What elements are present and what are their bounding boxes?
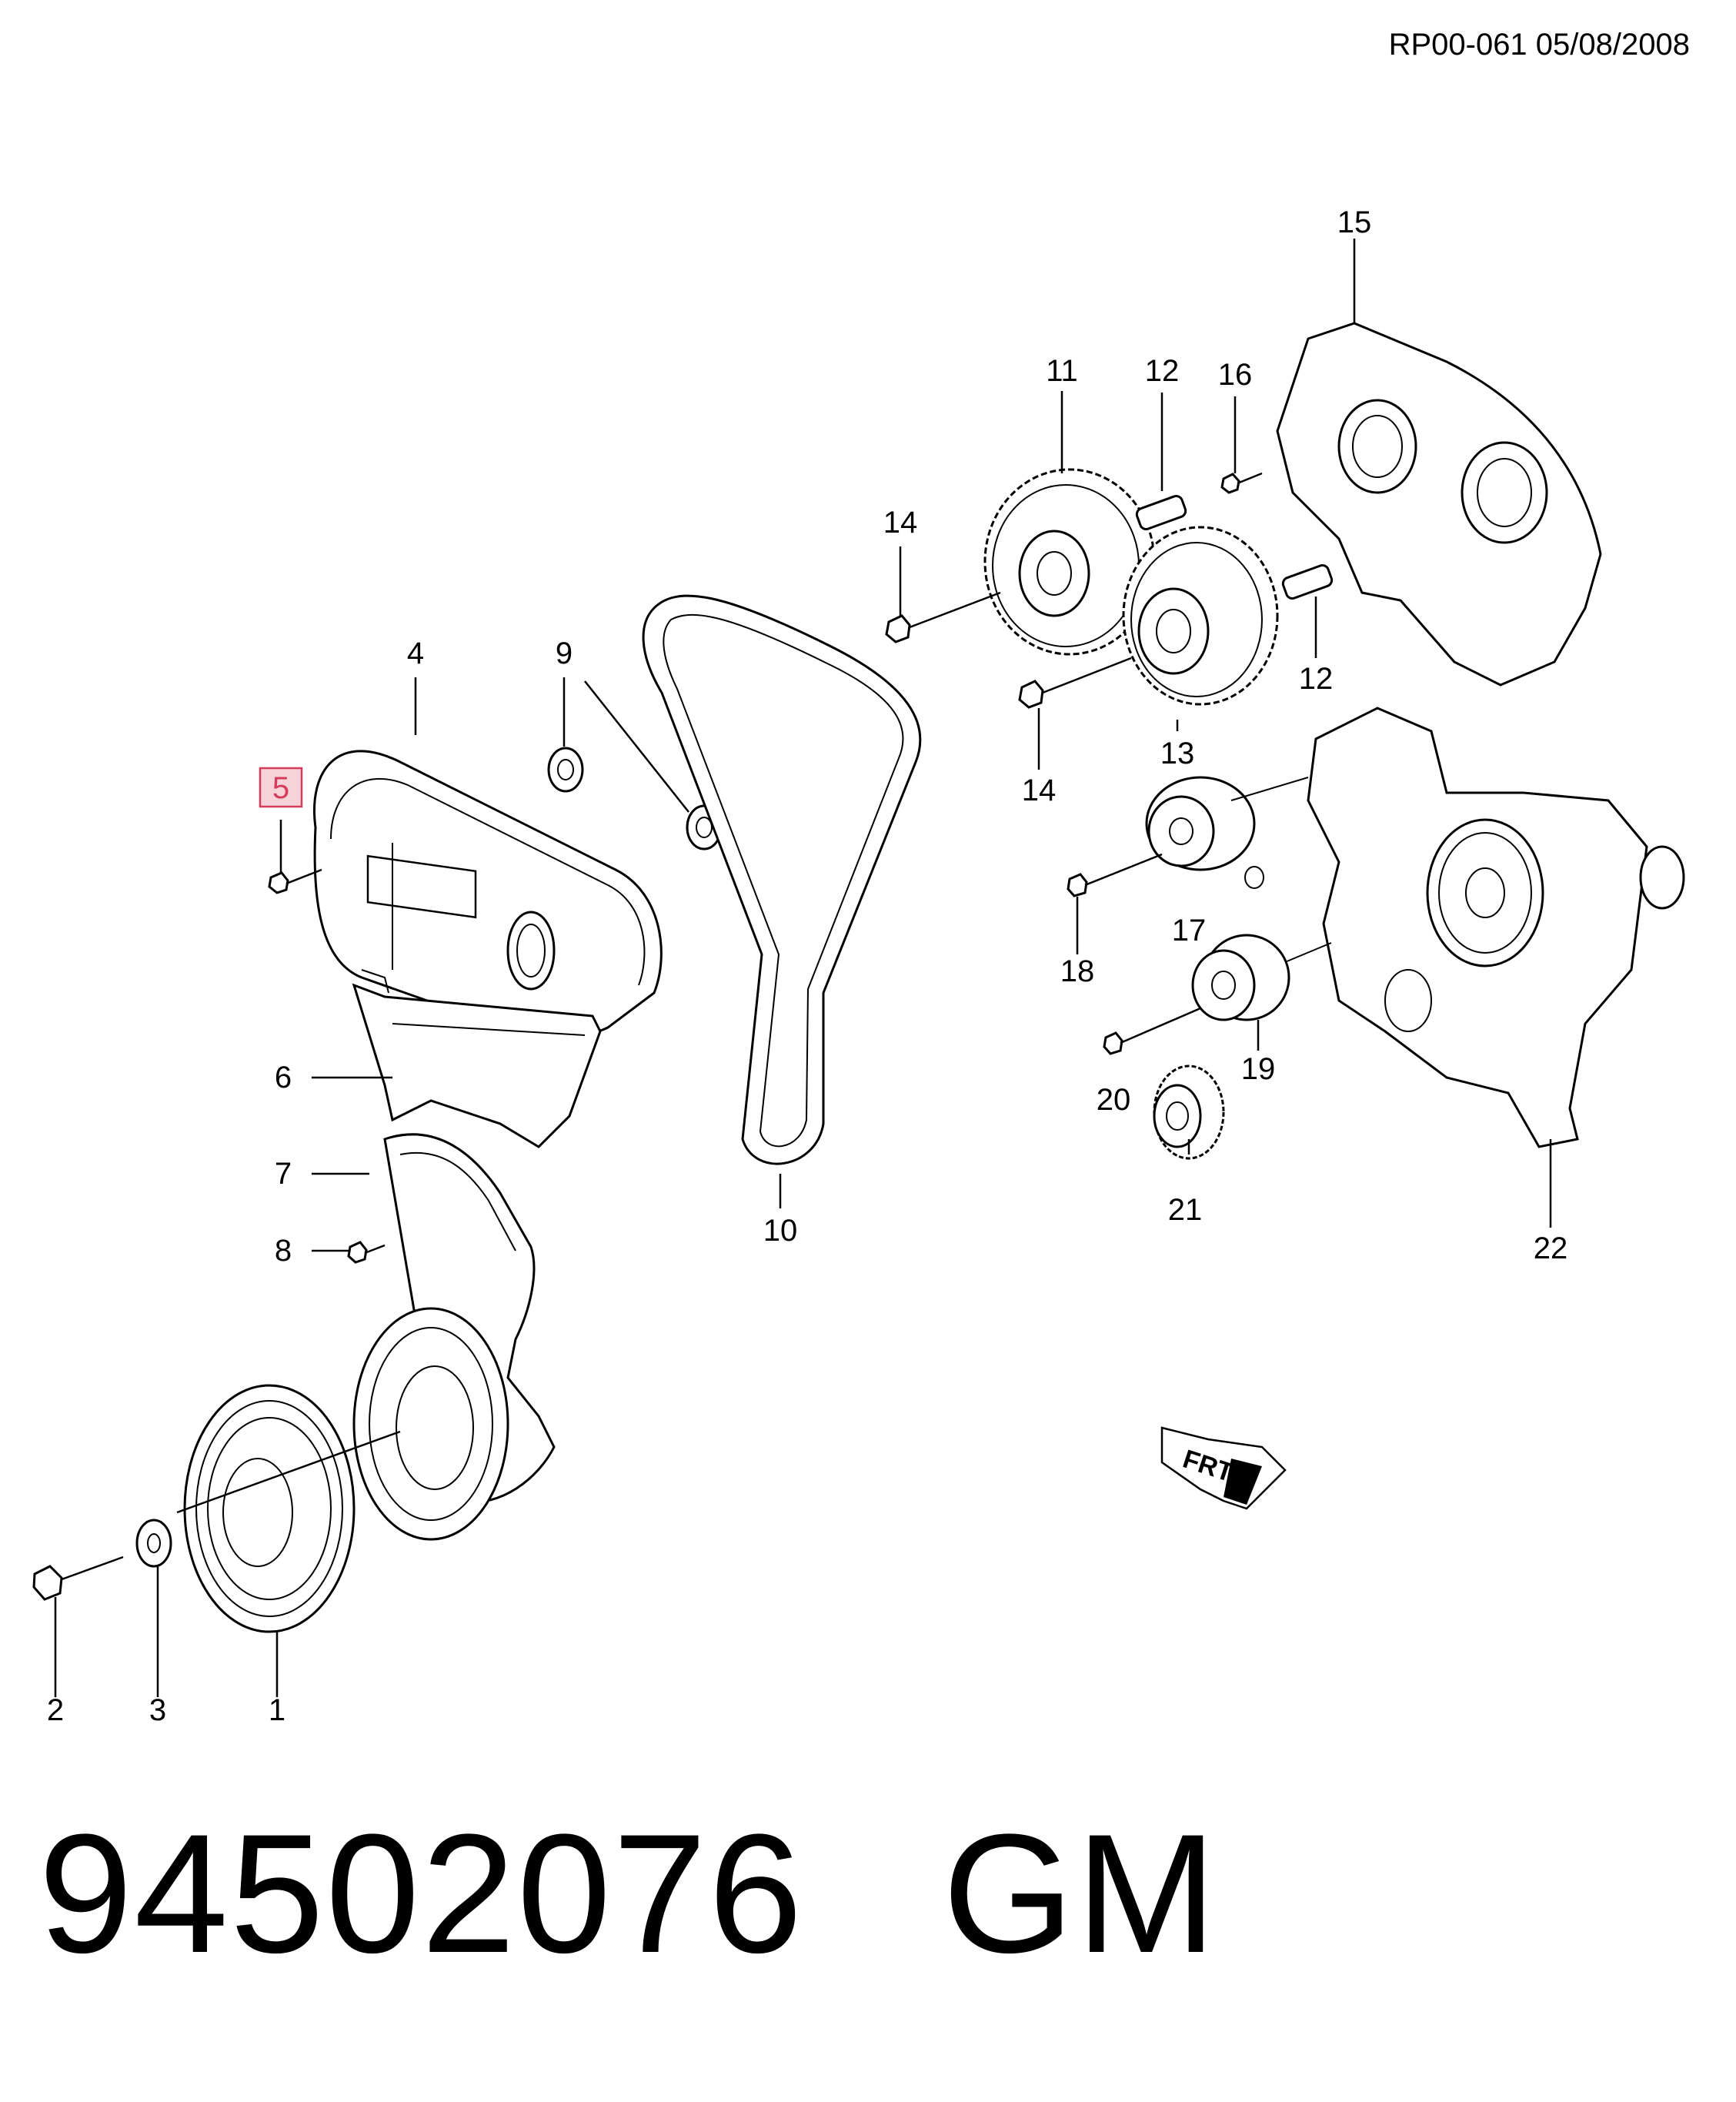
callout-7[interactable]: 7 xyxy=(275,1157,292,1191)
lower-cover-bolt[interactable] xyxy=(347,1241,386,1264)
callout-14-lower[interactable]: 14 xyxy=(1022,774,1057,807)
middle-timing-cover[interactable] xyxy=(352,969,602,1148)
callout-highlight xyxy=(259,767,303,808)
washer[interactable] xyxy=(135,1519,172,1568)
camshaft-gear-bolt[interactable] xyxy=(885,591,1132,709)
exhaust-camshaft-gear[interactable] xyxy=(1122,526,1279,706)
callout-4[interactable]: 4 xyxy=(407,637,424,670)
idler-bolt[interactable] xyxy=(1103,1007,1201,1055)
timing-belt[interactable] xyxy=(642,594,922,1165)
idler-pulley[interactable] xyxy=(1191,934,1332,1021)
callout-13[interactable]: 13 xyxy=(1160,737,1195,770)
callout-6[interactable]: 6 xyxy=(275,1061,292,1094)
document-reference: RP00-061 05/08/2008 xyxy=(1388,28,1690,62)
part-number: 94502076 xyxy=(38,1799,804,1988)
camshaft-dowel-pin[interactable] xyxy=(1135,494,1334,600)
tensioner-bolt[interactable] xyxy=(1067,777,1309,897)
callout-11[interactable]: 11 xyxy=(1046,354,1078,388)
callout-5[interactable]: 5 xyxy=(272,771,289,805)
callout-3[interactable]: 3 xyxy=(149,1693,166,1727)
callout-10[interactable]: 10 xyxy=(763,1214,798,1248)
callout-8[interactable]: 8 xyxy=(275,1234,292,1268)
lower-timing-cover[interactable] xyxy=(383,1133,556,1503)
callout-15[interactable]: 15 xyxy=(1337,206,1372,239)
callout-2[interactable]: 2 xyxy=(47,1693,64,1727)
callout-1[interactable]: 1 xyxy=(269,1693,285,1727)
rear-cover-bolt[interactable] xyxy=(1220,472,1263,494)
rear-timing-cover[interactable] xyxy=(1276,322,1602,687)
callout-12-lower[interactable]: 12 xyxy=(1299,662,1334,696)
callout-16[interactable]: 16 xyxy=(1218,358,1253,392)
callout-19[interactable]: 19 xyxy=(1241,1052,1276,1086)
crankshaft-pulley[interactable] xyxy=(176,1384,401,1633)
leader-lines xyxy=(54,239,1552,1697)
upper-timing-cover[interactable] xyxy=(313,750,663,1038)
pulley-bolt[interactable] xyxy=(32,1556,124,1601)
callout-20[interactable]: 20 xyxy=(1097,1083,1131,1117)
crankshaft-sprocket[interactable] xyxy=(1153,1064,1225,1160)
crank-seal-housing[interactable] xyxy=(352,1307,509,1541)
cover-bolt[interactable] xyxy=(268,868,322,894)
callout-18[interactable]: 18 xyxy=(1060,954,1095,988)
water-pump-housing[interactable] xyxy=(1307,707,1685,1148)
front-direction-marker: FRT xyxy=(1160,1426,1287,1510)
callout-12-upper[interactable]: 12 xyxy=(1145,354,1180,388)
belt-tensioner[interactable] xyxy=(1145,776,1264,889)
callout-22[interactable]: 22 xyxy=(1534,1231,1568,1265)
brand-name: GM xyxy=(942,1799,1219,1988)
callout-14-upper[interactable]: 14 xyxy=(883,506,918,540)
callout-17[interactable]: 17 xyxy=(1172,914,1207,947)
intake-camshaft-gear[interactable] xyxy=(983,468,1156,656)
callout-21[interactable]: 21 xyxy=(1168,1193,1203,1227)
callout-9[interactable]: 9 xyxy=(556,637,573,670)
